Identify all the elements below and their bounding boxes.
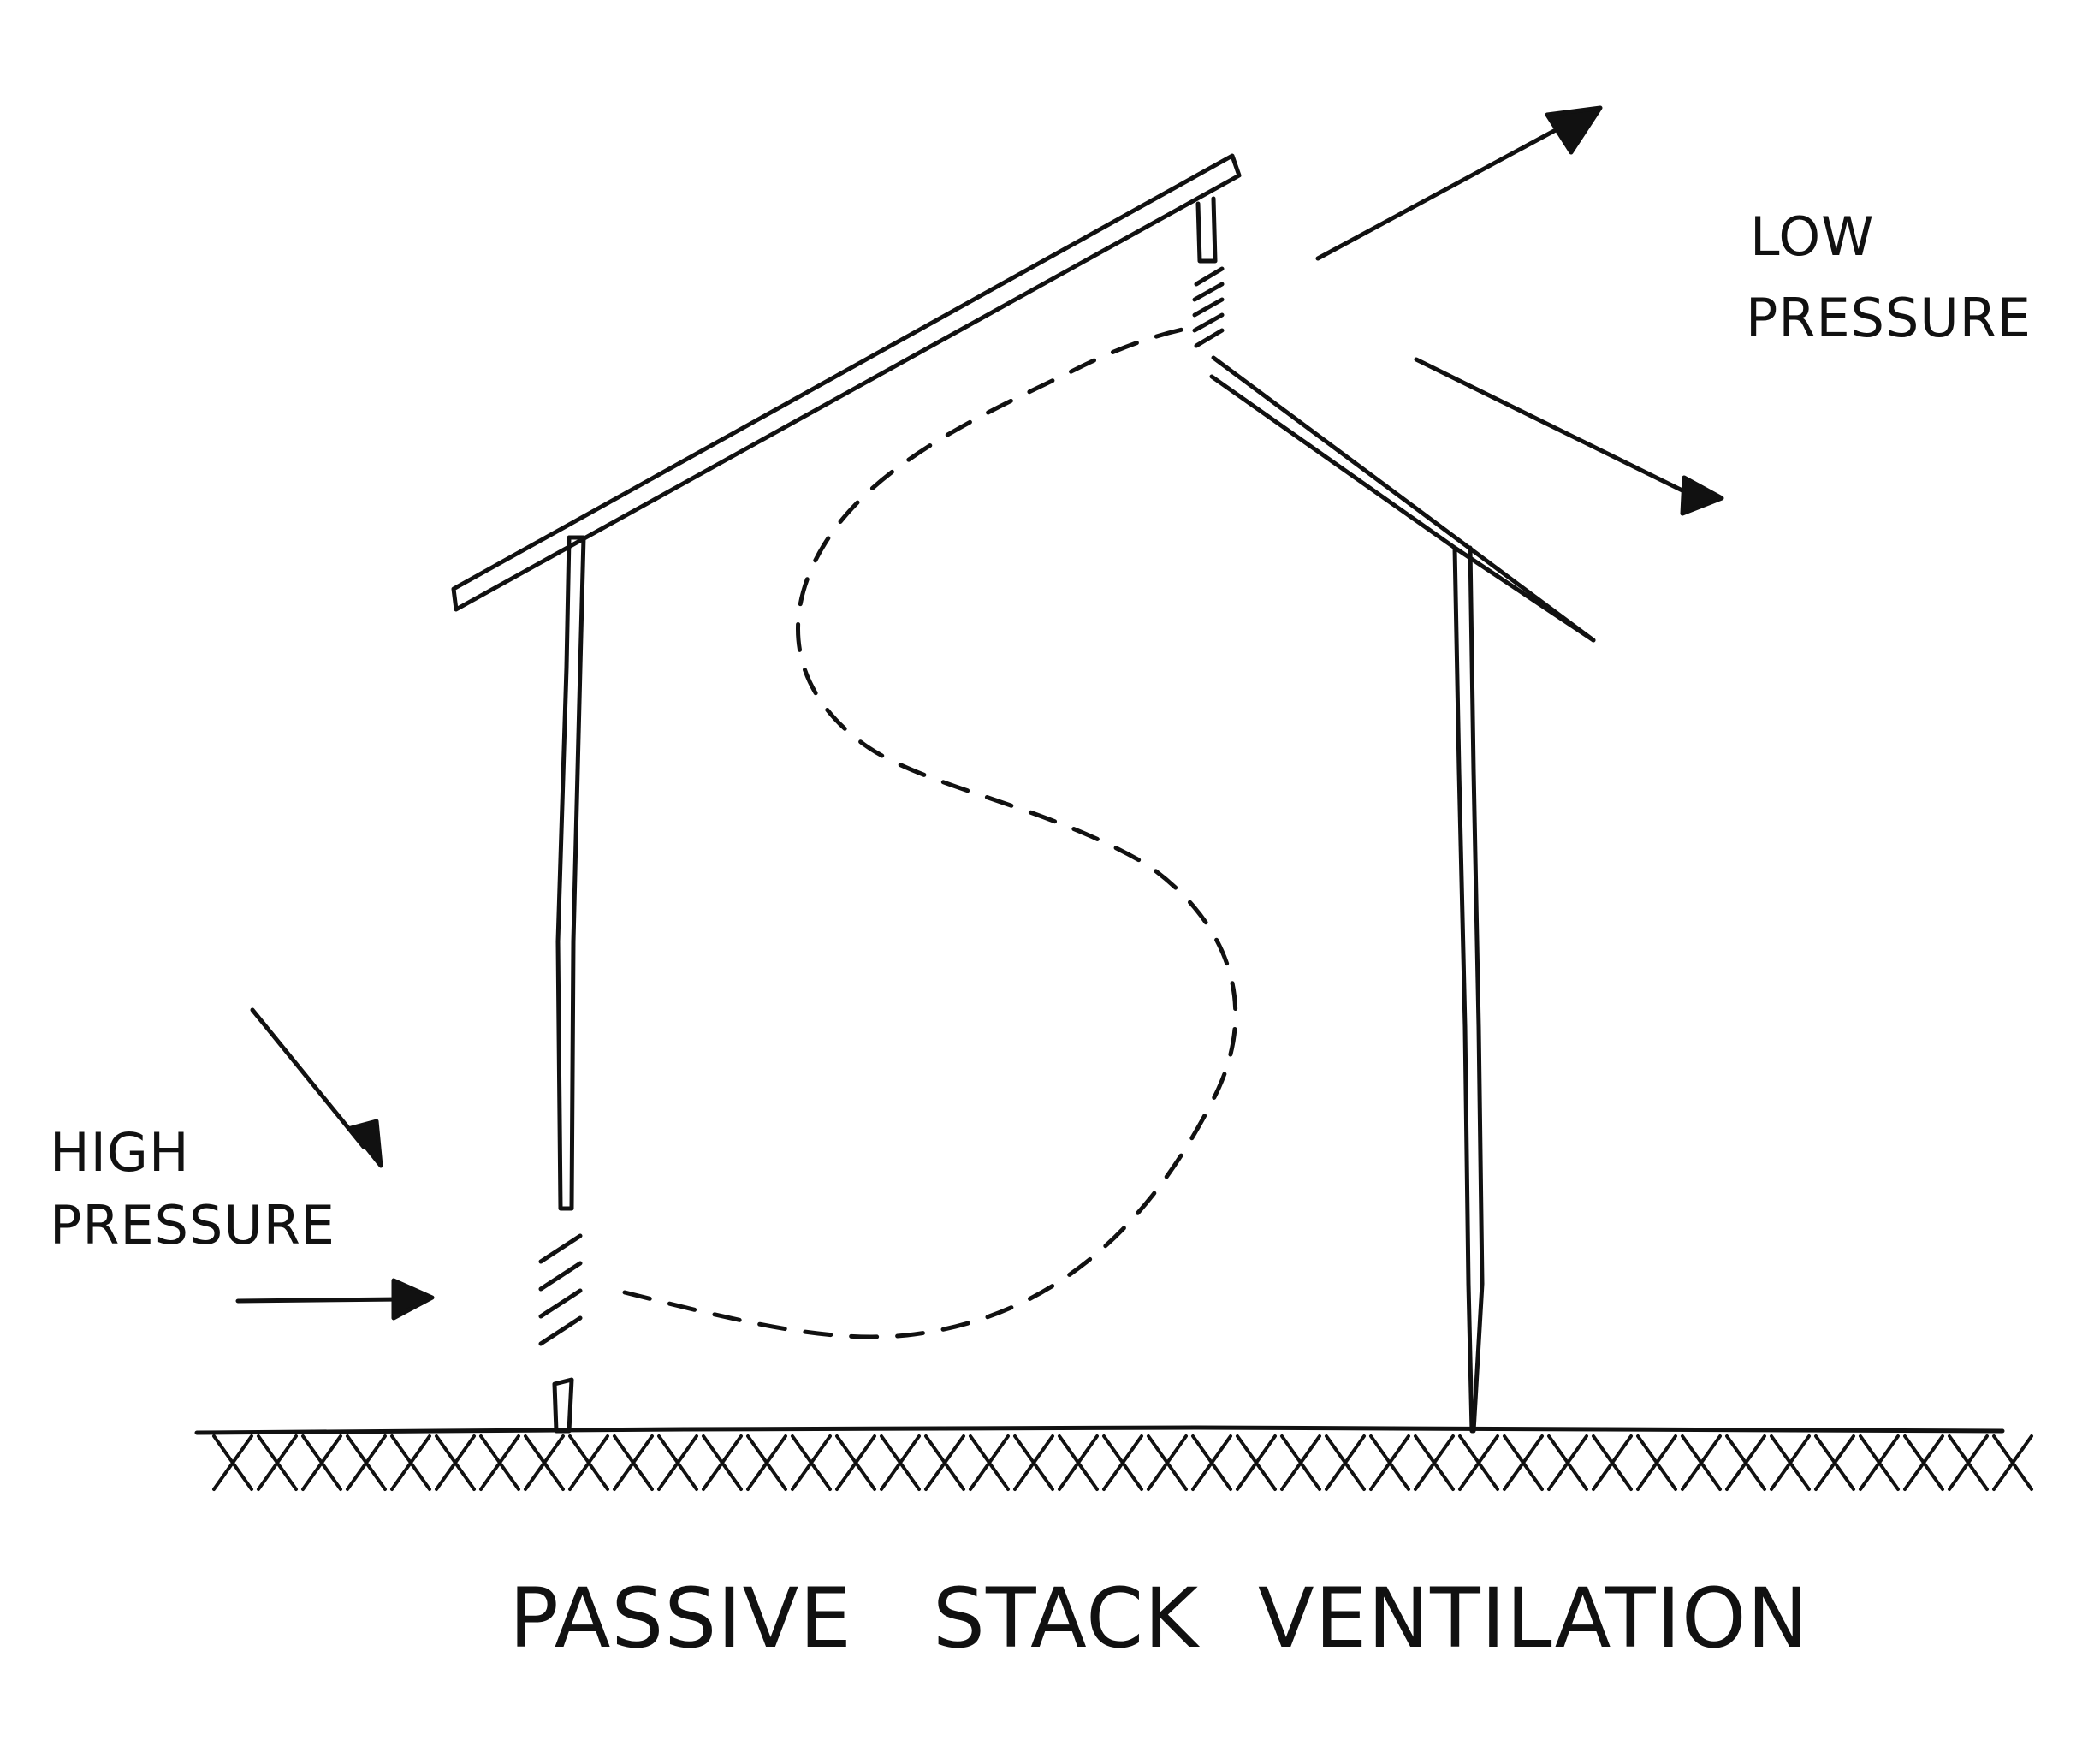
title-word-ventilation: Ventilation <box>1258 1571 1810 1666</box>
lower-louvers <box>538 1233 583 1346</box>
title-word-passive: Passive <box>509 1571 852 1666</box>
high-pressure-label-line1: High <box>50 1121 190 1184</box>
airflow-path <box>622 324 1238 1339</box>
low-pressure-label-line2: Pressure <box>1746 287 2032 349</box>
ground-line <box>194 1425 2005 1435</box>
upper-vent-post <box>1195 196 1218 264</box>
upper-louvers <box>1192 266 1225 348</box>
outflow-arrow-upper <box>1315 105 1603 261</box>
title-word-stack: Stack <box>933 1571 1200 1666</box>
roof-right-slope <box>1209 355 1596 643</box>
inflow-arrow-horizontal <box>235 1278 435 1321</box>
ground-hatching <box>212 1434 2033 1491</box>
left-wall-stub <box>552 1377 574 1434</box>
inflow-arrow-diagonal <box>250 1007 383 1168</box>
roof-left-slope <box>451 153 1242 612</box>
left-wall <box>555 535 586 1211</box>
high-pressure-label-line2: Pressure <box>50 1194 335 1256</box>
low-pressure-label-line1: Low <box>1750 205 1875 268</box>
outflow-arrow-lower <box>1414 357 1724 516</box>
right-wall <box>1452 545 1485 1434</box>
